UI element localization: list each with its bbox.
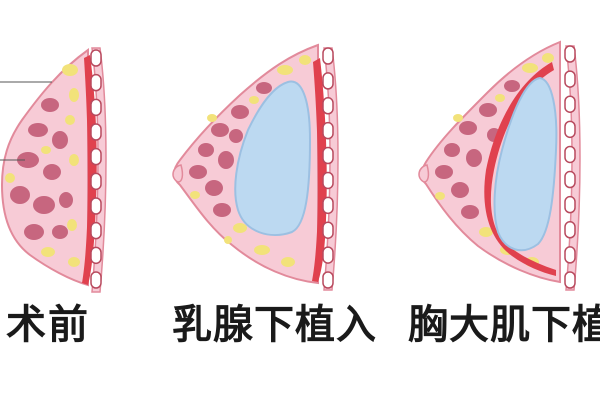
gland-lobe: [28, 123, 48, 137]
rib-segment: [322, 246, 334, 264]
gland-lobe: [52, 131, 68, 149]
fat-lobule: [5, 173, 15, 183]
fat-lobule: [254, 245, 270, 255]
gland-lobe: [43, 164, 61, 180]
gland-lobe: [17, 152, 39, 168]
gland-lobe: [479, 103, 497, 117]
rib-segment: [564, 70, 576, 88]
rib-segment: [322, 121, 334, 140]
rib-segment: [322, 196, 334, 215]
gland-lobe: [52, 225, 68, 239]
rib-segment: [322, 72, 334, 90]
rib-segment: [564, 246, 576, 264]
fat-lobule: [281, 257, 295, 267]
panel-sub-muscle: [418, 40, 581, 291]
rib-segment: [90, 197, 102, 215]
rib-segments: [90, 45, 576, 289]
fat-lobule: [62, 64, 78, 76]
gland-lobe: [435, 165, 453, 179]
nipple-sub-gland: [172, 164, 184, 183]
gland-lobe: [189, 165, 207, 179]
fat-lobule: [69, 154, 79, 166]
fat-lobule: [69, 88, 79, 102]
fat-lobule: [522, 63, 538, 73]
rib-segment: [564, 170, 576, 189]
gland-lobe: [10, 186, 30, 204]
fat-lobule: [41, 247, 55, 257]
fat-lobule: [207, 114, 217, 122]
rib-segment: [322, 171, 334, 190]
caption-sub-muscular-implant: 胸大肌下植: [408, 302, 600, 348]
rib-segment: [90, 221, 102, 240]
fat-lobule: [542, 53, 554, 63]
gland-lobe: [231, 105, 249, 119]
rib-segment: [564, 95, 576, 113]
gland-lobe: [211, 123, 229, 137]
gland-lobe: [24, 224, 44, 240]
rib-segment: [90, 271, 102, 289]
fat-lobule: [65, 115, 75, 125]
rib-segment: [322, 221, 334, 239]
caption-before-surgery: 术前: [6, 302, 90, 348]
rib-segment: [564, 271, 576, 289]
rib-segment: [322, 97, 334, 115]
gland-lobe: [218, 151, 234, 169]
fat-lobule: [299, 55, 311, 65]
rib-segment: [564, 120, 576, 139]
panel-sub-gland: [172, 43, 339, 291]
rib-segment: [322, 47, 334, 65]
fat-lobule: [479, 227, 493, 237]
caption-sub-glandular-implant: 乳腺下植入: [172, 302, 377, 348]
gland-lobe: [466, 149, 482, 167]
nipple-sub-muscle: [418, 164, 430, 183]
gland-lobe: [213, 203, 231, 217]
rib-segment: [564, 195, 576, 214]
gland-lobe: [229, 129, 243, 143]
rib-segment: [90, 98, 102, 117]
implant-sub-gland: [234, 80, 312, 236]
fat-lobule: [67, 219, 77, 231]
gland-lobe: [451, 182, 469, 198]
gland-lobe: [205, 180, 223, 196]
gland-lobe: [33, 196, 55, 214]
fat-lobule: [435, 192, 445, 200]
rib-segment: [90, 73, 102, 92]
rib-segment: [90, 147, 102, 166]
gland-lobe: [504, 80, 520, 92]
fat-lobule: [249, 96, 259, 104]
gland-lobe: [459, 121, 477, 135]
gland-lobe: [59, 192, 73, 208]
gland-lobe: [41, 98, 59, 112]
rib-segment: [564, 45, 576, 63]
fat-lobule: [233, 223, 247, 233]
fat-lobule: [453, 114, 463, 122]
gland-lobe: [444, 143, 460, 157]
rib-segment: [564, 221, 576, 239]
fat-lobule: [68, 257, 80, 267]
fat-lobule: [277, 65, 293, 75]
gland-lobe: [198, 143, 214, 157]
rib-segment: [90, 123, 102, 141]
fat-lobule: [495, 94, 505, 102]
panel-before: [0, 47, 107, 293]
rib-segment: [322, 146, 334, 165]
rib-segment: [322, 271, 334, 289]
fat-lobule: [41, 146, 51, 154]
gland-lobe: [256, 82, 272, 94]
rib-segment: [90, 49, 102, 67]
rib-segment: [564, 145, 576, 164]
fat-lobule: [224, 236, 232, 244]
implant-sub-muscle: [493, 76, 558, 252]
gland-lobe: [461, 205, 479, 219]
rib-segment: [90, 172, 102, 191]
rib-segment: [90, 246, 102, 265]
fat-lobule: [190, 191, 200, 199]
